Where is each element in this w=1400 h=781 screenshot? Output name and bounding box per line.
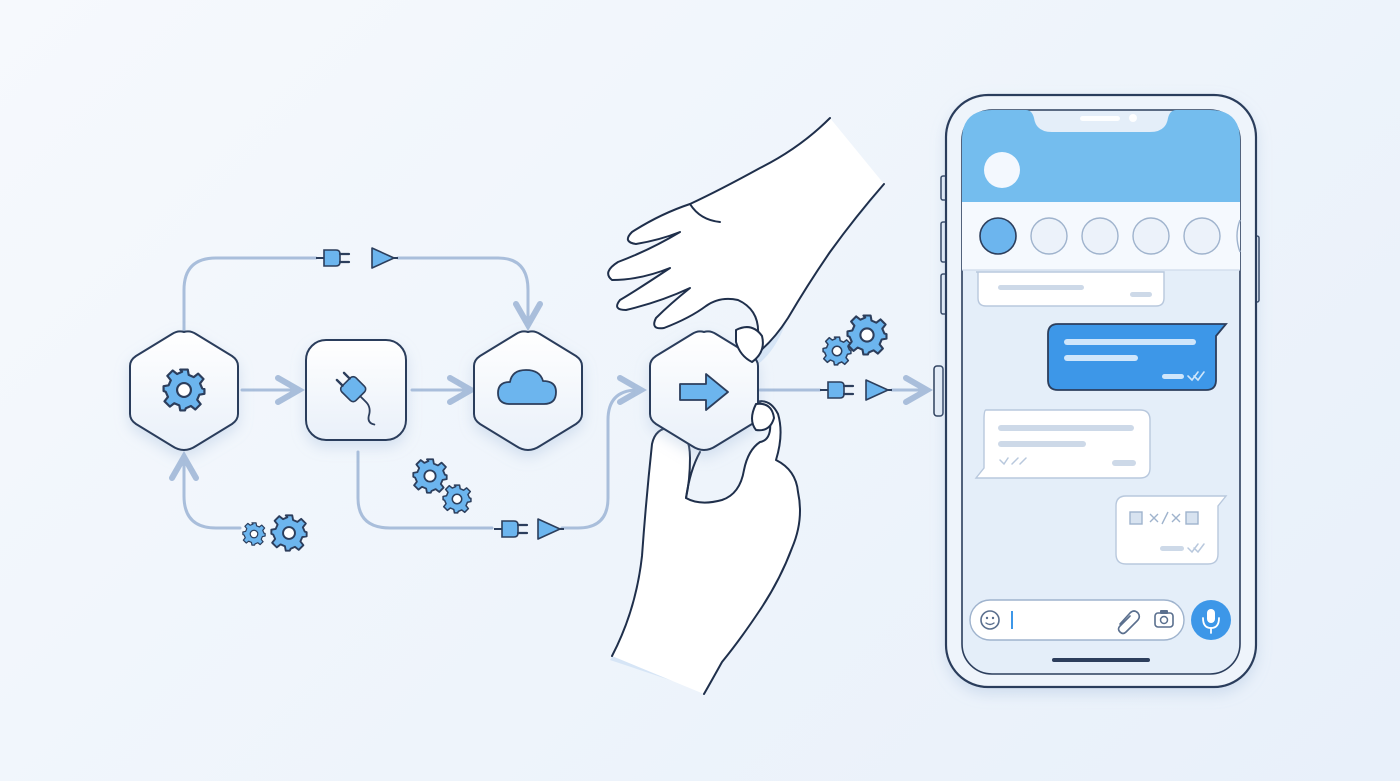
message-list [974, 271, 1228, 565]
cloud-icon [497, 369, 557, 405]
flow-lines [182, 256, 924, 530]
story-avatar[interactable] [1081, 217, 1119, 255]
socket-connector-icon [371, 247, 398, 269]
flow-bottom-loop [184, 460, 242, 530]
read-checks-icon [999, 457, 1027, 466]
flow-plug-to-forward [356, 450, 494, 530]
camera-icon[interactable] [1154, 610, 1174, 628]
story-avatar[interactable] [1030, 217, 1068, 255]
microphone-button[interactable] [1191, 600, 1231, 640]
speaker-slot [1080, 116, 1120, 121]
arrow-right-icon [679, 373, 729, 411]
socket-connector-icon [865, 379, 892, 401]
story-avatar-active[interactable] [979, 217, 1017, 255]
flow-top-loop [182, 256, 318, 332]
read-checks-icon [1187, 371, 1205, 382]
message-outgoing[interactable] [1047, 323, 1228, 391]
gear-cluster-icon [822, 314, 888, 366]
image-placeholder-icon [1129, 511, 1199, 525]
front-camera [1129, 114, 1137, 122]
message-incoming[interactable] [974, 409, 1151, 479]
emoji-icon[interactable] [980, 610, 1000, 630]
story-avatar[interactable] [1183, 217, 1221, 255]
gear-cluster-icon [412, 458, 472, 514]
hands-illustration [607, 117, 885, 695]
plug-connector-icon [316, 248, 351, 268]
chat-header [962, 110, 1240, 202]
message-input[interactable] [969, 599, 1185, 641]
socket-connector-icon [537, 518, 564, 540]
message-outgoing-image[interactable] [1115, 495, 1228, 565]
plug-connector-icon [494, 519, 529, 539]
avatar[interactable] [984, 152, 1020, 188]
read-checks-icon [1187, 543, 1205, 554]
story-avatar[interactable] [1132, 217, 1170, 255]
stories-row [979, 217, 1241, 255]
microphone-icon [1202, 609, 1220, 634]
paperclip-icon[interactable] [1117, 610, 1141, 635]
home-indicator[interactable] [1052, 658, 1150, 662]
gear-cluster-icon [242, 514, 308, 552]
plug-icon [335, 371, 376, 426]
composer-bar [969, 599, 1231, 641]
gear-icon [162, 368, 206, 412]
flow-plug-to-forward-right [560, 390, 638, 530]
plug-connector-icon [820, 380, 855, 400]
message-incoming[interactable] [976, 271, 1165, 307]
flow-top-loop-right [396, 256, 528, 322]
